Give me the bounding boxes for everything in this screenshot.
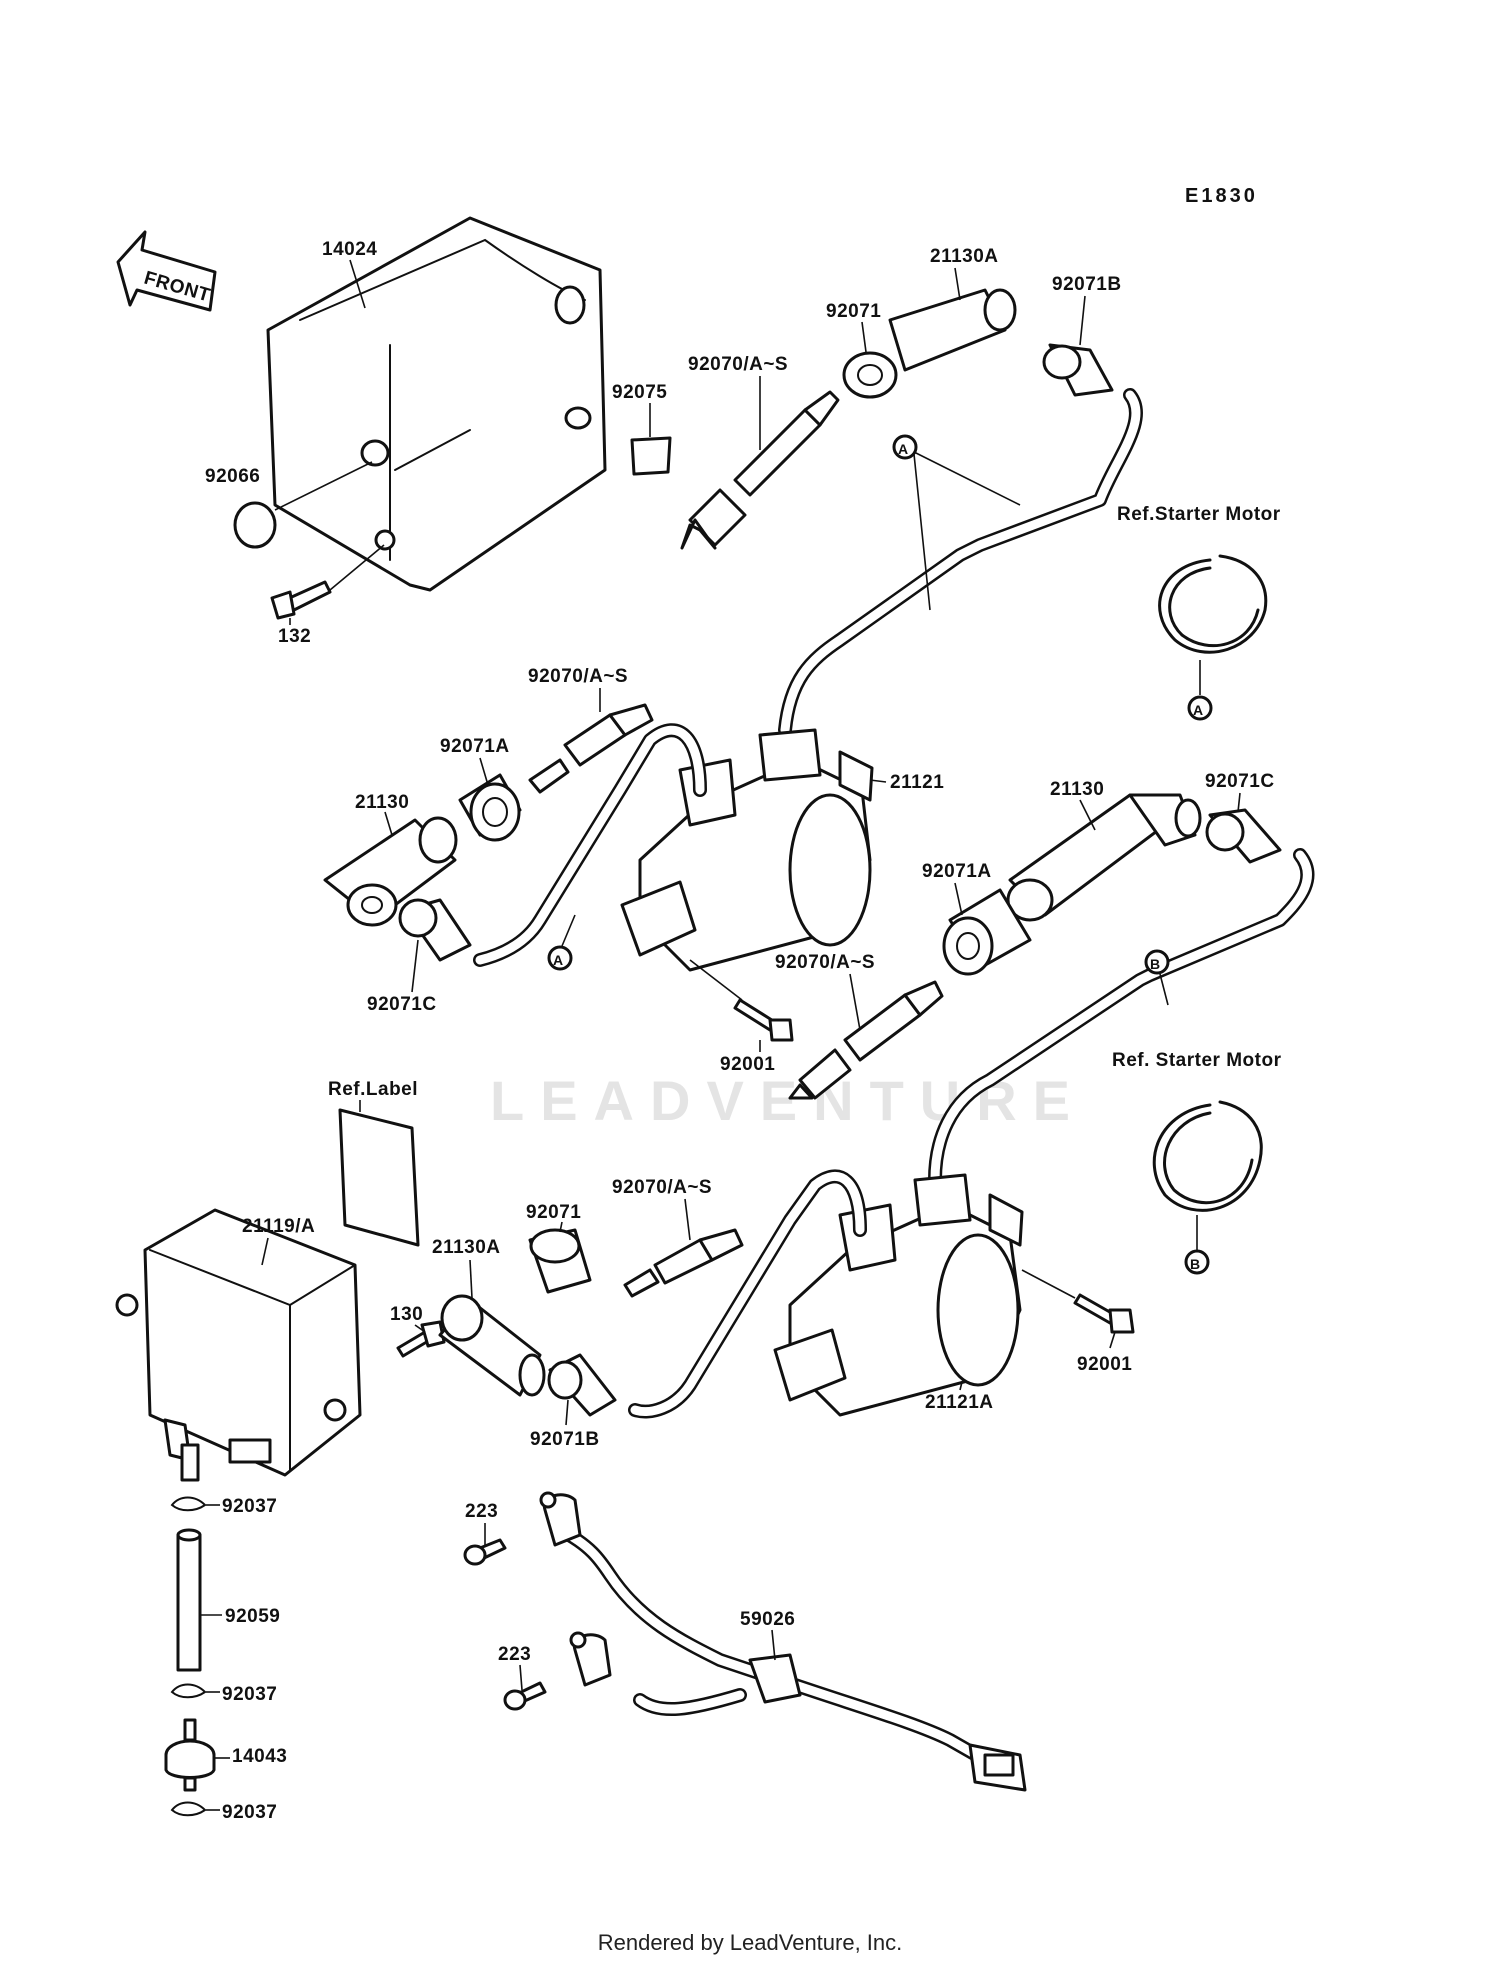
seal-92071A-2[interactable]: [942, 888, 1032, 976]
grommet-92071B-2[interactable]: [547, 1353, 617, 1417]
marker-b-2-label: B: [1190, 1256, 1201, 1272]
spark-plug-2[interactable]: [528, 703, 654, 794]
label-21130-2: 21130: [1050, 779, 1104, 800]
footer-credit: Rendered by LeadVenture, Inc.: [597, 1930, 903, 1955]
bolt-130[interactable]: [396, 1320, 446, 1358]
label-92071C-2: 92071C: [1205, 771, 1275, 792]
marker-b-2: [1184, 1249, 1210, 1275]
label-223-1: 223: [465, 1501, 498, 1522]
label-92071A-1: 92071A: [440, 736, 510, 757]
clamp-ring-b: [1152, 1100, 1263, 1212]
label-92071A-2: 92071A: [922, 861, 992, 882]
screw-92001-2[interactable]: [1073, 1293, 1135, 1334]
label-92071C-1: 92071C: [367, 994, 437, 1015]
boot-21130A-2[interactable]: [438, 1294, 546, 1397]
screw-92001-1[interactable]: [733, 998, 794, 1042]
label-92001-2: 92001: [1077, 1354, 1132, 1375]
diagram-code: E1830: [1185, 185, 1258, 207]
label-92066: 92066: [205, 466, 260, 487]
label-223-2: 223: [498, 1644, 531, 1665]
plug-wire-1: [778, 388, 1143, 737]
seal-92071A-1[interactable]: [458, 773, 522, 842]
coil-21121[interactable]: [620, 728, 874, 972]
cap-21130-1[interactable]: [323, 816, 458, 927]
clamp-92037-1[interactable]: [170, 1496, 207, 1512]
igniter-nozzle: [180, 1443, 200, 1482]
label-92071-1: 92071: [826, 301, 881, 322]
coil-21121A[interactable]: [773, 1173, 1024, 1417]
label-92071B-1: 92071B: [1052, 274, 1122, 295]
marker-a-2-label: A: [1193, 702, 1204, 718]
ref-starter-motor-b: Ref. Starter Motor: [1112, 1050, 1282, 1071]
screw-223-1[interactable]: [463, 1538, 507, 1566]
label-92070-2: 92070/A~S: [528, 666, 628, 687]
marker-a-3-label: A: [553, 952, 564, 968]
label-92070-3: 92070/A~S: [775, 952, 875, 973]
igniter-21119A[interactable]: [115, 1208, 362, 1477]
clamp-92037-3[interactable]: [170, 1801, 207, 1817]
seal-92071-1[interactable]: [842, 351, 898, 399]
marker-a-3: [547, 945, 573, 971]
spark-plug-3[interactable]: [788, 980, 944, 1100]
label-92001-1: 92001: [720, 1054, 775, 1075]
label-14024: 14024: [322, 239, 377, 260]
label-92059: 92059: [225, 1606, 280, 1627]
label-21119A: 21119/A: [242, 1216, 315, 1237]
screw-223-2[interactable]: [503, 1681, 547, 1711]
label-132: 132: [278, 626, 311, 647]
marker-b-1: [1144, 949, 1170, 975]
marker-a-1-label: A: [898, 441, 909, 457]
label-21130A-1: 21130A: [930, 246, 999, 267]
marker-a-2: [1187, 695, 1213, 721]
cap-21130-2[interactable]: [1006, 793, 1202, 922]
label-92037-3: 92037: [222, 1802, 277, 1823]
cap-92066[interactable]: [233, 501, 277, 549]
ref-starter-motor-a: Ref.Starter Motor: [1117, 504, 1281, 525]
grommet-92071C-1[interactable]: [398, 898, 472, 962]
valve-14043[interactable]: [164, 1718, 216, 1792]
grommet-92071C-2[interactable]: [1205, 808, 1282, 864]
clamp-92037-2[interactable]: [170, 1683, 207, 1699]
label-92037-2: 92037: [222, 1684, 277, 1705]
label-14043: 14043: [232, 1746, 287, 1767]
marker-b-1-label: B: [1150, 956, 1161, 972]
label-sticker: [338, 1108, 420, 1247]
clamp-ring-a: [1158, 554, 1268, 654]
cover-14024[interactable]: [266, 216, 607, 592]
watermark: LEADVENTURE: [490, 1069, 1086, 1132]
wiring-harness-59026[interactable]: [539, 1491, 1027, 1792]
label-92037-1: 92037: [222, 1496, 277, 1517]
plug-wire-2: [473, 723, 707, 967]
label-92071B-2: 92071B: [530, 1429, 600, 1450]
boot-21130A-1[interactable]: [888, 288, 1017, 372]
seal-92071-2[interactable]: [528, 1228, 592, 1294]
plug-wire-3: [928, 848, 1315, 1187]
label-92070-4: 92070/A~S: [612, 1177, 712, 1198]
plug-wire-4: [628, 1169, 867, 1419]
label-130: 130: [390, 1304, 423, 1325]
label-92071-2: 92071: [526, 1202, 581, 1223]
label-21121: 21121: [890, 772, 944, 793]
spark-plug-4[interactable]: [623, 1228, 744, 1298]
label-21130A-2: 21130A: [432, 1237, 501, 1258]
spark-plug-1[interactable]: [680, 390, 840, 550]
label-21130-1: 21130: [355, 792, 409, 813]
grommet-92071B-1[interactable]: [1042, 343, 1114, 397]
label-59026: 59026: [740, 1609, 795, 1630]
label-92075: 92075: [612, 382, 667, 403]
pad-92075[interactable]: [630, 436, 672, 476]
bolt-132[interactable]: [270, 580, 332, 620]
marker-a-1: [892, 434, 918, 460]
front-arrow-icon: FRONT: [116, 230, 217, 312]
label-92070-1: 92070/A~S: [688, 354, 788, 375]
hose-92059[interactable]: [176, 1528, 202, 1672]
ref-label: Ref.Label: [328, 1079, 418, 1100]
label-21121A: 21121A: [925, 1392, 994, 1413]
